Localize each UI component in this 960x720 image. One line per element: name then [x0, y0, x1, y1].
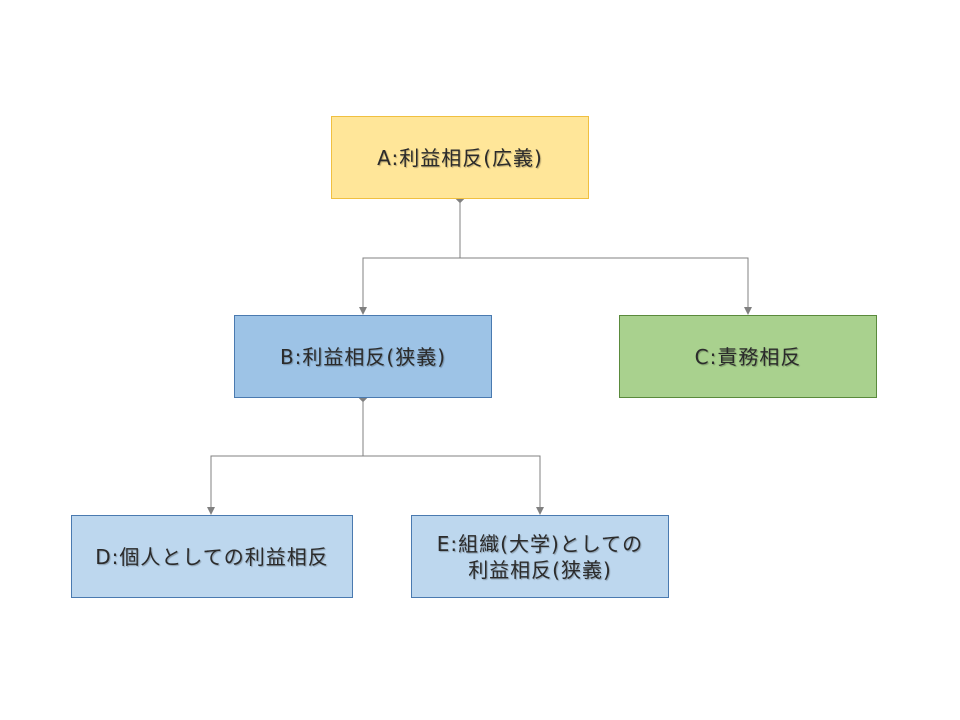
connector-b-to-e [363, 455, 544, 515]
node-a-label: A:利益相反(広義) [377, 145, 543, 170]
node-d[interactable]: D:個人としての利益相反 [71, 515, 353, 598]
connector-b-to-d [207, 398, 364, 515]
node-e-label: E:組織(大学)としての 利益相反(狭義) [436, 531, 644, 582]
node-b-label: B:利益相反(狭義) [279, 344, 447, 369]
connector-a-to-c [460, 257, 752, 315]
node-c-label: C:責務相反 [694, 344, 802, 369]
node-d-label: D:個人としての利益相反 [95, 544, 329, 569]
connector-a-to-b [359, 199, 461, 315]
node-b[interactable]: B:利益相反(狭義) [234, 315, 492, 398]
node-a[interactable]: A:利益相反(広義) [331, 116, 589, 199]
node-e[interactable]: E:組織(大学)としての 利益相反(狭義) [411, 515, 669, 598]
node-c[interactable]: C:責務相反 [619, 315, 877, 398]
